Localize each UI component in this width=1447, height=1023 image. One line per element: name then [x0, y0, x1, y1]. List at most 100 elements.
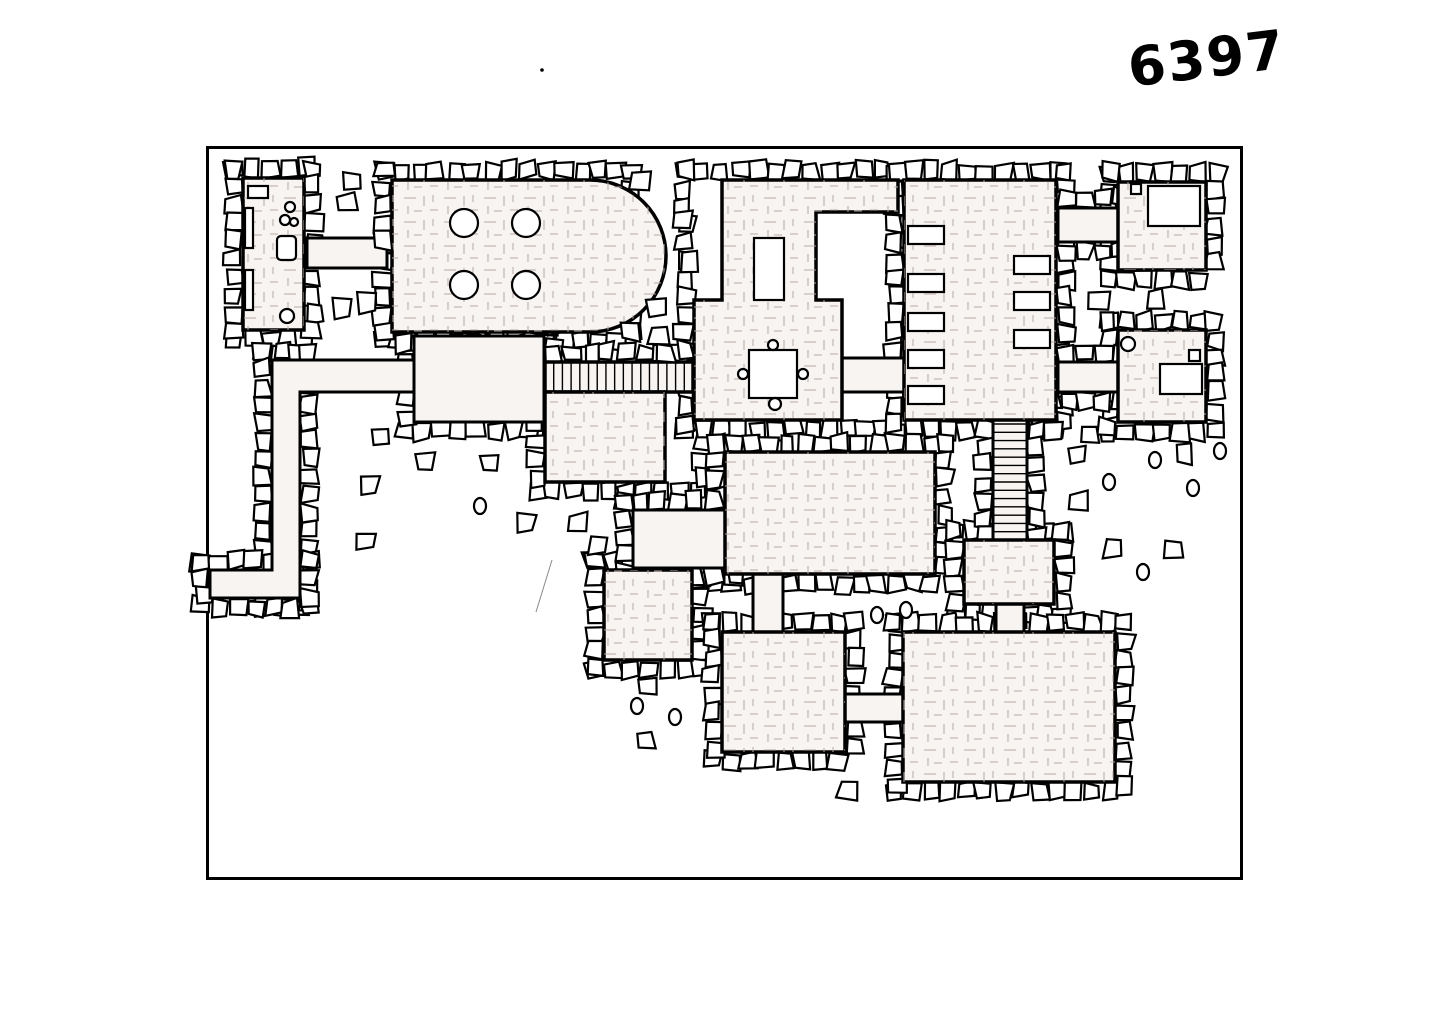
corridor-mess-barracks [838, 356, 906, 394]
rubble-stone [253, 378, 274, 399]
rubble-stone [370, 270, 394, 290]
rubble-stone [847, 646, 866, 668]
rubble-stone [810, 613, 832, 632]
rubble-stone [883, 758, 904, 778]
bunk-bed-icon [906, 384, 946, 406]
rubble-stone [704, 451, 726, 469]
loose-stone [1145, 287, 1166, 310]
pebble [472, 496, 488, 516]
rubble-stone [1093, 344, 1115, 364]
scattered-stones [331, 170, 1228, 802]
rubble-stone [279, 596, 301, 620]
rubble-stone [945, 518, 962, 543]
rubble-stone [701, 700, 720, 722]
rubble-stone [1099, 269, 1119, 289]
rubble-stone [301, 447, 321, 469]
rubble-stone [1205, 361, 1226, 382]
rubble-stone [757, 436, 781, 453]
rubble-stone [264, 596, 284, 618]
pillar-icon [448, 207, 480, 239]
loose-stone [1042, 420, 1065, 442]
furniture [243, 182, 1204, 412]
rubble-stone [903, 158, 925, 181]
rubble-stone [884, 268, 905, 287]
rubble-stone [254, 521, 271, 542]
pebble [667, 707, 683, 727]
rubble-stone [1203, 309, 1224, 333]
rubble-stone [298, 501, 319, 524]
rubble-stone [279, 159, 300, 179]
rubble-stone [299, 519, 318, 538]
pot-icon [278, 213, 292, 227]
rubble-stone [880, 666, 905, 689]
loose-stone [1162, 539, 1185, 560]
rubble-stone [854, 158, 875, 179]
rubble-stone [562, 481, 585, 500]
rubble-stone [842, 667, 867, 685]
rubble-stone [252, 501, 272, 523]
rubble-stone [221, 247, 242, 267]
bunk-beds [906, 224, 1052, 406]
loose-stone [359, 475, 382, 497]
bed-icon [1146, 184, 1202, 228]
rubble-stone [1205, 196, 1227, 215]
rubble-stone [587, 159, 607, 180]
loose-stone [566, 510, 589, 533]
corridor-bedroom-north [1056, 206, 1120, 244]
rubble-stone [1114, 741, 1133, 761]
rubble-stone [671, 322, 696, 342]
rubble-stone [884, 213, 904, 235]
rubble-stone [373, 193, 392, 215]
loose-stone [1101, 538, 1123, 560]
rubble-stone [597, 339, 616, 361]
rubble-stone [1045, 613, 1066, 632]
rubble-stone [700, 663, 721, 684]
rubble-stone [1131, 269, 1153, 289]
long-table-icon [752, 236, 786, 302]
rubble-stone [1075, 239, 1097, 261]
rubble-stone [676, 338, 696, 361]
rubble-stone [553, 160, 575, 180]
loose-stone [372, 229, 394, 253]
rubble-stone [934, 466, 957, 488]
rubble-stone [833, 576, 857, 596]
rubble-stone [944, 539, 967, 561]
rubble-stone [1092, 390, 1112, 414]
rubble-stone [1117, 161, 1135, 184]
rubble-stone [1055, 188, 1078, 209]
rubble-stone [299, 484, 321, 505]
rubble-stone [674, 414, 696, 436]
rubble-stone [1052, 539, 1074, 559]
rubble-stone [972, 451, 993, 472]
rubble-stone [190, 567, 210, 590]
rubble-stone [371, 161, 397, 178]
rubble-stone [1057, 306, 1076, 327]
rubble-stone [971, 780, 992, 800]
rubble-stone [254, 450, 274, 470]
loose-stone [637, 676, 658, 696]
rubble-stone [229, 597, 250, 617]
rubble-stone [790, 749, 812, 771]
rubble-stone [370, 180, 392, 198]
rubble-stone [1206, 421, 1226, 439]
rubble-stone [298, 586, 320, 609]
rubble-stone [525, 448, 547, 469]
rubble-stone [612, 509, 634, 530]
rubble-stone [672, 230, 694, 251]
rubble-stone [1114, 684, 1132, 706]
rubble-stone [302, 172, 320, 194]
rubble-stone [582, 551, 607, 569]
rubble-stone [702, 627, 722, 650]
rubble-stone [302, 211, 326, 233]
rubble-stone [1030, 781, 1052, 802]
rubble-stone [883, 230, 903, 255]
rubble-stone [675, 284, 698, 306]
loose-stone [478, 454, 500, 472]
chair-icon [766, 338, 780, 352]
rubble-stone [1116, 720, 1135, 742]
rubble-stone [883, 741, 905, 760]
loose-stone [1067, 488, 1089, 512]
rubble-stone [1153, 268, 1174, 291]
rubble-stone [748, 158, 771, 181]
rubble-stone [797, 572, 817, 593]
